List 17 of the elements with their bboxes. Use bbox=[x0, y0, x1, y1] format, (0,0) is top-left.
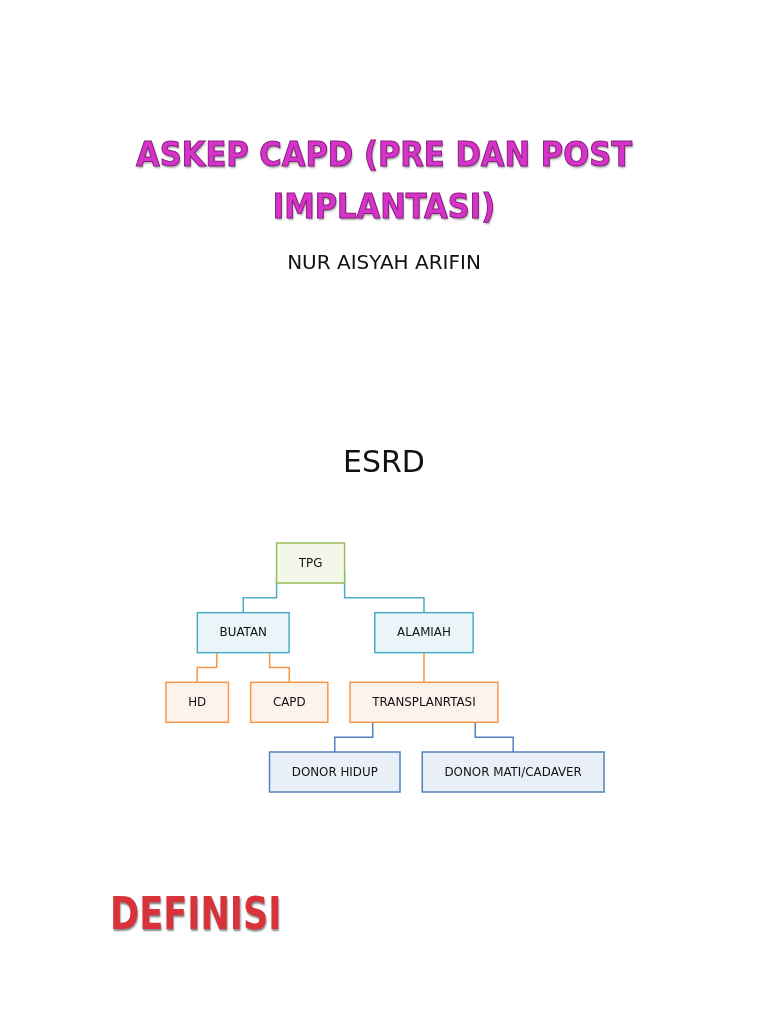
connector bbox=[334, 721, 374, 753]
connector bbox=[423, 651, 425, 684]
connector bbox=[474, 721, 514, 753]
node-box: CAPD bbox=[249, 681, 329, 724]
node-box: TRANSPLANRTASI bbox=[349, 681, 499, 724]
node-box: BUATAN bbox=[196, 611, 290, 654]
node-box: DONOR HIDUP bbox=[268, 751, 401, 793]
node-box: TPG bbox=[275, 542, 346, 584]
section-heading: DEFINISI bbox=[110, 888, 282, 939]
chart-heading: ESRD bbox=[342, 444, 426, 479]
node-box: HD bbox=[165, 681, 230, 724]
node-box: DONOR MATI/CADAVER bbox=[421, 751, 605, 793]
title: ASKEP CAPD (PRE DAN POST IMPLANTASI) bbox=[134, 133, 634, 228]
author-name: NUR AISYAH ARIFIN bbox=[286, 250, 482, 274]
node-box: ALAMIAH bbox=[374, 611, 474, 654]
connector bbox=[196, 651, 218, 684]
connector bbox=[268, 651, 290, 684]
